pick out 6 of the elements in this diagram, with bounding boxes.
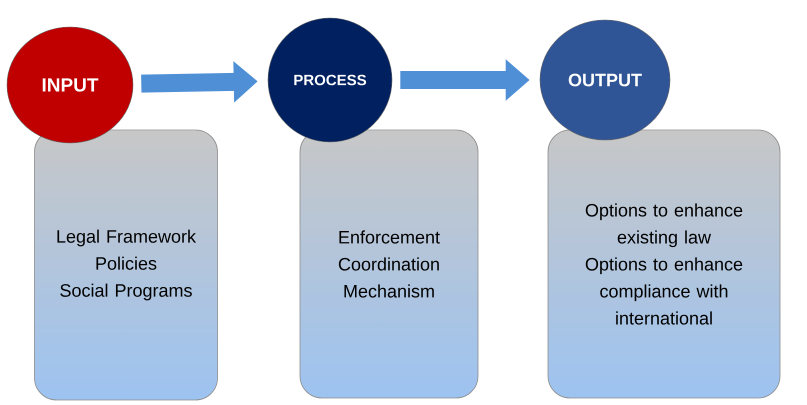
- circle-node: INPUT: [6, 26, 134, 144]
- circle-node: PROCESS: [268, 18, 392, 142]
- circle-node: OUTPUT: [540, 20, 670, 140]
- process-box: Enforcement Coordination Mechanism: [300, 130, 478, 398]
- process-box: Legal Framework Policies Social Programs: [34, 130, 218, 400]
- process-box: Options to enhance existing law Options to enhance compliance with international: [548, 130, 780, 398]
